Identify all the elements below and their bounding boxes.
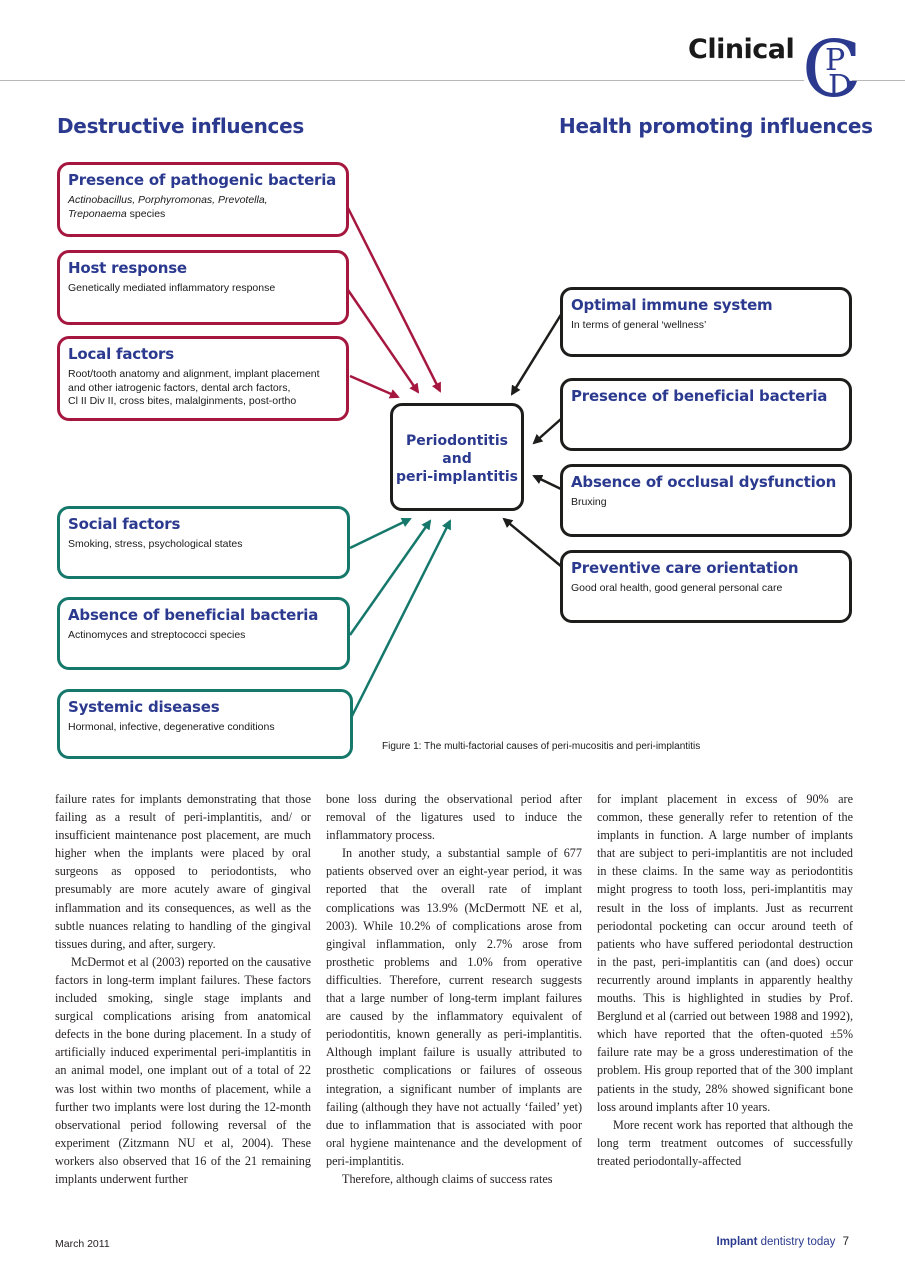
center-box-periodontitis: Periodontitis and peri-implantitis [390,403,524,511]
center-line: peri-implantitis [396,469,518,485]
arrow-occlusal [532,474,562,491]
box-title: Systemic diseases [68,698,220,716]
logo-letter-d: D [828,69,852,104]
box-systemic-diseases: Systemic diseases Hormonal, infective, d… [57,689,353,759]
destructive-title: Destructive influences [57,114,304,138]
box-text: In terms of general ‘wellness’ [571,319,707,331]
box-title: Preventive care orientation [571,559,799,577]
box-title: Absence of occlusal dysfunction [571,473,837,491]
center-line: Periodontitis [406,433,508,449]
box-text: Smoking, stress, psychological states [68,538,243,550]
arrow-host [346,289,420,394]
cpd-logo: C P D [801,32,860,104]
paragraph: failure rates for implants demonstrating… [55,792,311,951]
box-text: Good oral health, good general personal … [571,582,783,594]
header-rule [0,80,905,81]
arrow-beneficial-absence [348,519,432,636]
box-social-factors: Social factors Smoking, stress, psycholo… [57,506,350,579]
box-title: Local factors [68,345,174,363]
box-preventive-care: Preventive care orientation Good oral he… [560,550,852,623]
footer-magazine: Implant dentistry today 7 [717,1236,849,1248]
logo-letter-p: P [825,43,845,78]
magazine-name-light: dentistry today [757,1236,836,1248]
arrow-beneficial-presence [532,418,562,445]
box-title: Host response [68,259,187,277]
paragraph: More recent work has reported that altho… [597,1117,853,1168]
page-number: 7 [842,1236,849,1248]
paragraph: Therefore, although claims of success ra… [342,1171,553,1186]
box-text: Hormonal, infective, degenerative condit… [68,721,275,733]
paragraph: for implant placement in excess of 90% a… [597,792,853,1114]
footer-date: March 2011 [55,1238,110,1250]
arrow-systemic [348,519,452,721]
box-text: Bruxing [571,496,607,508]
text-column-3: for implant placement in excess of 90% a… [597,790,853,1170]
box-text: Actinomyces and streptococci species [68,629,246,641]
box-title: Social factors [68,515,181,533]
box-host-response: Host response Genetically mediated infla… [57,250,349,325]
arrow-social [349,517,412,550]
box-text: Actinobacillus, Porphyromonas, Prevotell… [68,194,268,220]
box-local-factors: Local factors Root/tooth anatomy and ali… [57,336,349,421]
arrow-local [349,374,400,399]
box-title: Presence of beneficial bacteria [571,387,828,405]
paragraph: In another study, a substantial sample o… [326,846,582,1168]
box-title: Optimal immune system [571,296,773,314]
paragraph: bone loss during the observational perio… [326,792,582,843]
box-pathogenic-bacteria: Presence of pathogenic bacteria Actinoba… [57,162,349,237]
box-text: Genetically mediated inflammatory respon… [68,282,276,294]
text-column-1: failure rates for implants demonstrating… [55,790,311,1188]
health-title: Health promoting influences [559,114,873,138]
box-title: Absence of beneficial bacteria [68,606,319,624]
box-presence-beneficial-bacteria: Presence of beneficial bacteria [560,378,852,451]
box-absence-beneficial-bacteria: Absence of beneficial bacteria Actinomyc… [57,597,350,670]
figure-caption: Figure 1: The multi-factorial causes of … [382,741,701,752]
box-occlusal-dysfunction: Absence of occlusal dysfunction Bruxing [560,464,852,537]
box-title: Presence of pathogenic bacteria [68,171,337,189]
box-optimal-immune: Optimal immune system In terms of genera… [560,287,852,357]
arrow-preventive [502,517,563,568]
box-text: Root/tooth anatomy and alignment, implan… [68,368,320,407]
magazine-name-bold: Implant [716,1236,758,1248]
figure-arrows [346,207,564,721]
text-column-2: bone loss during the observational perio… [326,790,582,1188]
section-label: Clinical [688,34,795,65]
logo-letter-c: C [802,32,860,104]
arrow-immune [510,312,564,396]
arrow-pathogenic [346,207,442,393]
center-line: and [442,451,472,467]
paragraph: McDermot et al (2003) reported on the ca… [55,954,311,1186]
